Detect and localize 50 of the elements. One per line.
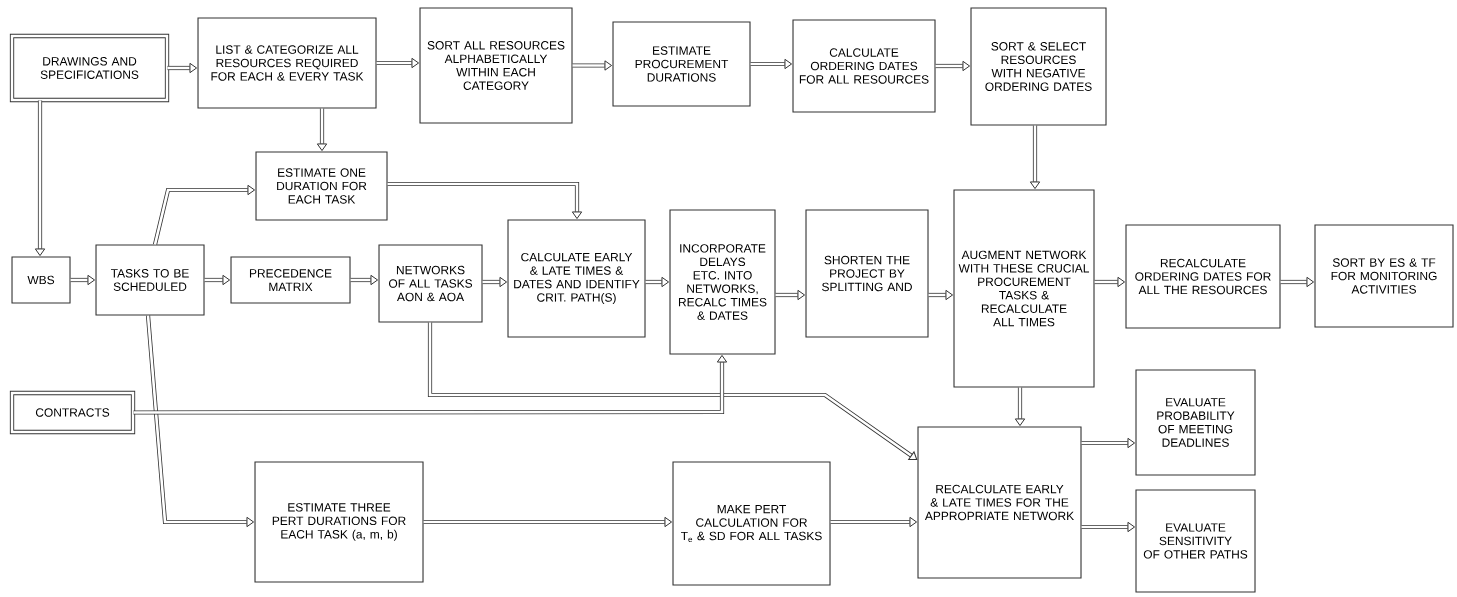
arrow	[572, 60, 613, 71]
arrow	[1029, 125, 1041, 190]
process-box: SORT & SELECT RESOURCES WITH NEGATIVE ORDERING DATES	[970, 7, 1107, 126]
process-box: AUGMENT NETWORK WITH THESE CRUCIAL PROCUREMENT TASKS & RECALCULATE ALL TIMES	[953, 189, 1095, 388]
arrow	[750, 58, 793, 70]
process-box: RECALCULATE ORDERING DATES FOR ALL THE RESOURCES	[1125, 224, 1281, 329]
arrow	[316, 108, 328, 152]
arrow	[482, 276, 508, 288]
arrow	[152, 184, 256, 245]
process-box: INCORPORATE DELAYS ETC. INTO NETWORKS, RECALC TIMES & DATES	[669, 209, 776, 355]
process-box: PRECEDENCE MATRIX	[230, 256, 351, 304]
arrow	[145, 315, 255, 528]
arrow	[935, 60, 971, 72]
arrow	[645, 276, 670, 288]
process-box: DRAWINGS AND SPECIFICATIONS	[9, 33, 170, 103]
process-box: CONTRACTS	[9, 390, 136, 435]
process-box: LIST & CATEGORIZE ALL RESOURCES REQUIRED FOR EACH & EVERY TASK	[197, 17, 377, 109]
process-box: TASKS TO BE SCHEDULED	[95, 244, 205, 316]
process-box: CALCULATE ORDERING DATES FOR ALL RESOURCES	[792, 19, 936, 113]
arrow	[1014, 387, 1026, 427]
arrow	[830, 516, 918, 528]
arrow	[387, 181, 583, 220]
process-box: ESTIMATE ONE DURATION FOR EACH TASK	[255, 151, 388, 221]
process-box: SORT BY ES & TF FOR MONITORING ACTIVITIES	[1314, 224, 1454, 328]
arrow	[34, 100, 46, 257]
arrow	[350, 274, 379, 286]
arrow	[427, 322, 918, 460]
process-box: ESTIMATE THREE PERT DURATIONS FOR EACH TASK (a, m, b)	[254, 461, 424, 583]
arrow	[70, 274, 96, 286]
process-box: RECALCULATE EARLY & LATE TIMES FOR THE APPROPRIATE NETWORK	[917, 426, 1082, 579]
arrow	[167, 62, 198, 74]
arrow	[376, 57, 420, 69]
process-box: MAKE PERT CALCULATION FOR T$_{e}$ & SD FOR ALL TASKS	[672, 461, 831, 586]
process-box: ESTIMATE PROCUREMENT DURATIONS	[612, 21, 751, 107]
process-box: EVALUATE PROBABILITY OF MEETING DEADLINES	[1135, 369, 1256, 476]
arrow	[1280, 276, 1315, 288]
process-box: CALCULATE EARLY & LATE TIMES & DATES AND IDENTIFY CRIT. PATH(S)	[507, 219, 646, 338]
process-box: SORT ALL RESOURCES ALPHABETICALLY WITHIN EACH CATEGORY	[419, 7, 573, 124]
arrow	[423, 516, 673, 528]
process-box: NETWORKS OF ALL TASKS AON & AOA	[378, 244, 483, 323]
arrow	[133, 354, 728, 415]
arrow	[1081, 521, 1136, 533]
process-box: WBS	[11, 256, 71, 304]
arrow	[1094, 276, 1126, 288]
arrow	[928, 289, 954, 301]
process-box: SHORTEN THE PROJECT BY SPLITTING AND	[805, 209, 929, 338]
arrow	[204, 274, 231, 286]
process-box: EVALUATE SENSITIVITY OF OTHER PATHS	[1135, 489, 1256, 593]
arrow	[775, 289, 806, 301]
arrow	[1081, 437, 1136, 449]
